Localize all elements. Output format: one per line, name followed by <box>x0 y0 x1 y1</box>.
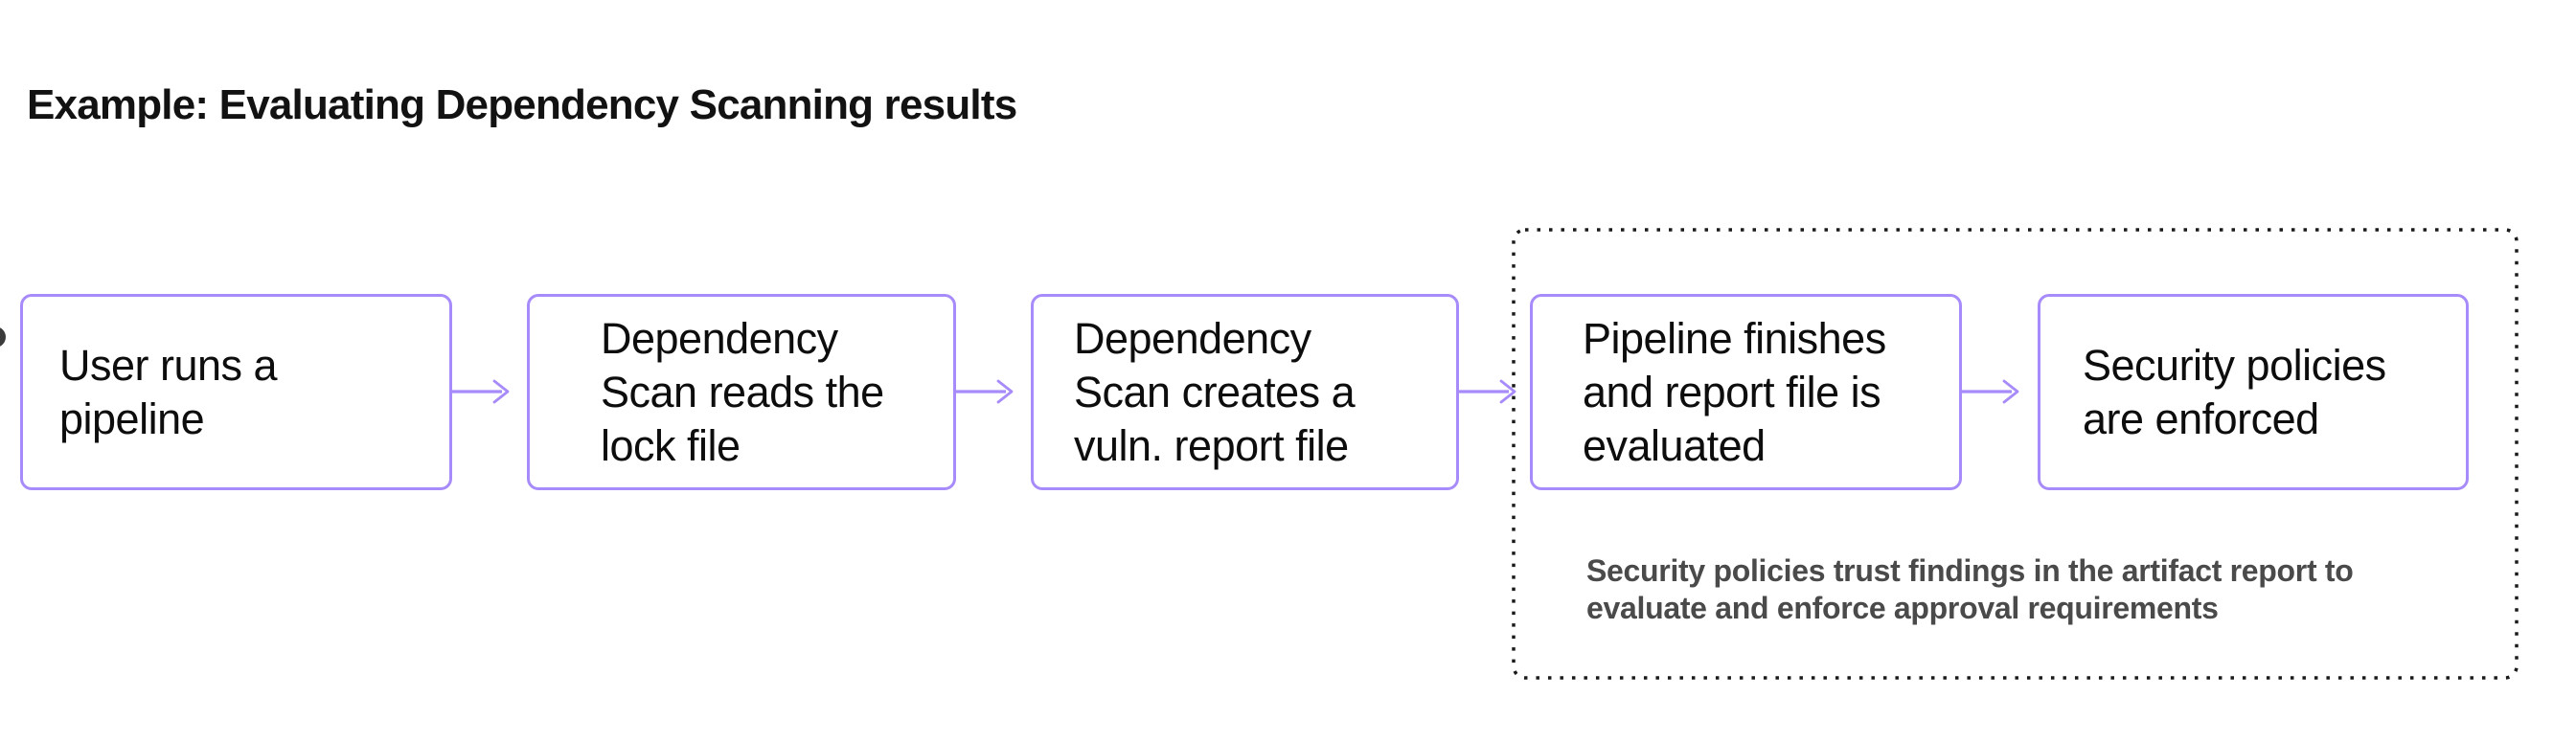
policy-evaluation-group <box>1512 228 2519 680</box>
flow-arrow-icon <box>1960 379 2019 404</box>
flow-step-scan-creates-report: Dependency Scan creates a vuln. report f… <box>1031 294 1459 490</box>
flow-step-label: User runs a pipeline <box>59 340 278 443</box>
diagram-title: Example: Evaluating Dependency Scanning … <box>27 81 1017 128</box>
flow-arrow-icon <box>954 379 1014 404</box>
flow-step-label: Security policies are enforced <box>2083 340 2386 443</box>
flow-step-label: Dependency Scan reads the lock file <box>601 313 884 470</box>
flow-arrow-icon <box>1457 379 1516 404</box>
policy-group-annotation: Security policies trust findings in the … <box>1586 553 2354 625</box>
clipped-node-icon <box>0 326 6 348</box>
flow-step-label: Pipeline finishes and report file is eva… <box>1583 313 1886 470</box>
flow-step-user-runs-pipeline: User runs a pipeline <box>20 294 452 490</box>
dotted-group-border-icon <box>1512 228 2519 680</box>
flow-arrow-icon <box>450 379 510 404</box>
flow-step-scan-reads-lock-file: Dependency Scan reads the lock file <box>527 294 956 490</box>
flow-step-security-policies-enforced: Security policies are enforced <box>2038 294 2469 490</box>
flow-step-label: Dependency Scan creates a vuln. report f… <box>1074 313 1356 470</box>
flow-step-pipeline-finishes-report-evaluated: Pipeline finishes and report file is eva… <box>1530 294 1962 490</box>
